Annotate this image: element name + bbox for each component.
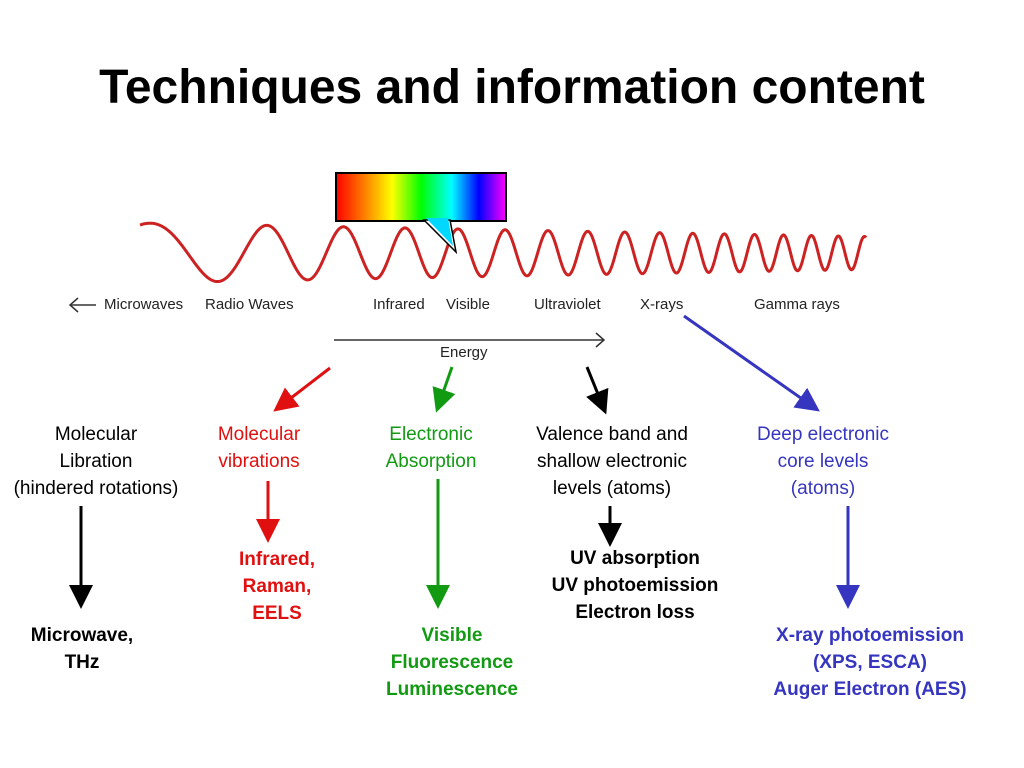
arrow-infrared-to-vibrations [273, 366, 331, 412]
left-arrow-icon [68, 297, 96, 313]
category-electronic-absorption: Electronic Absorption [385, 424, 477, 472]
label-radio-waves: Radio Waves [205, 296, 294, 313]
label-gamma-rays: Gamma rays [754, 296, 840, 313]
technique-microwave: Microwave, THz [30, 625, 134, 673]
technique-uv: UV absorption UV photoemission Electron … [551, 548, 719, 623]
technique-infrared: Infrared, Raman, EELS [238, 549, 316, 624]
visible-spectrum-callout [335, 172, 507, 255]
page-title: Techniques and information content [99, 61, 925, 114]
category-molecular-libration: Molecular Libration (hindered rotations) [13, 424, 179, 499]
energy-arrow [334, 332, 606, 348]
label-visible: Visible [446, 296, 490, 313]
arrow-xray-to-core [683, 314, 820, 412]
category-deep-core-levels: Deep electronic core levels (atoms) [756, 424, 890, 499]
label-infrared: Infrared [373, 296, 425, 313]
arrow-visible-to-electronic [432, 366, 456, 413]
label-x-rays: X-rays [640, 296, 684, 313]
technique-visible: Visible Fluorescence Luminescence [386, 625, 518, 700]
label-ultraviolet: Ultraviolet [534, 296, 601, 313]
arrow-uv-to-valence [585, 366, 609, 415]
category-valence-band: Valence band and shallow electronic leve… [536, 424, 688, 499]
label-energy: Energy [440, 344, 488, 361]
wave-line [139, 221, 868, 284]
label-microwaves: Microwaves [104, 296, 184, 313]
technique-xray: X-ray photoemission (XPS, ESCA) Auger El… [773, 625, 967, 700]
category-molecular-vibrations: Molecular vibrations [217, 424, 301, 472]
